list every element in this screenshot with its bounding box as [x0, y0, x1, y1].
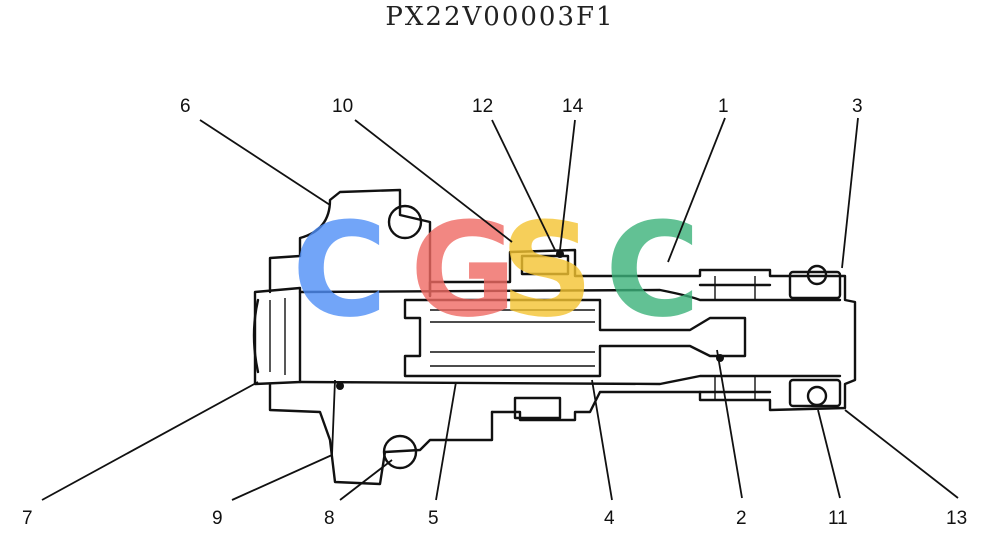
callout-11: 11 [828, 508, 848, 529]
callout-8: 8 [324, 508, 335, 529]
callout-labels: 6 10 12 14 1 3 7 9 8 5 4 2 11 13 [22, 96, 967, 529]
valve-body [252, 188, 857, 486]
callout-2: 2 [736, 508, 747, 529]
watermark-letter-s: S [500, 194, 594, 346]
drawing-title: PX22V00003F1 [385, 2, 615, 32]
callout-12: 12 [472, 96, 493, 117]
callout-13: 13 [946, 508, 967, 529]
watermark: C G S C [292, 194, 700, 346]
callout-3: 3 [852, 96, 863, 117]
callout-10: 10 [332, 96, 353, 117]
callout-1: 1 [718, 96, 729, 117]
leader-lines [41, 117, 959, 501]
watermark-letter-g: G [410, 194, 517, 346]
callout-5: 5 [428, 508, 439, 529]
callout-9: 9 [212, 508, 223, 529]
watermark-letter-c: C [292, 194, 387, 346]
callout-6: 6 [180, 96, 191, 117]
callout-4: 4 [604, 508, 615, 529]
callout-14: 14 [562, 96, 584, 117]
callout-7: 7 [22, 508, 33, 529]
